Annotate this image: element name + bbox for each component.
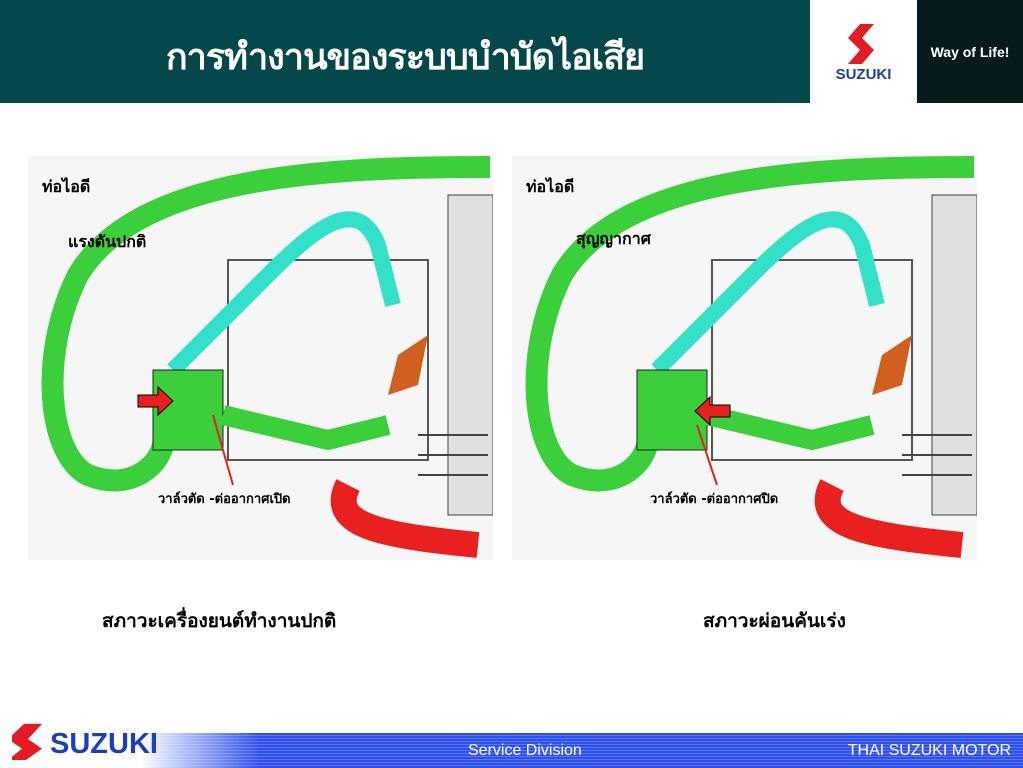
suzuki-logo: SUZUKI	[810, 0, 917, 103]
intake-label: ท่อไอดี	[526, 177, 575, 196]
diagram-normal-operation: ท่อไอดี แรงดันปกติ วาล์วตัด -ต่ออากาศเปิ…	[28, 155, 493, 560]
header-banner: การทำงานของระบบบำบัดไอเสีย	[0, 0, 810, 103]
valve-label: วาล์วตัด -ต่ออากาศเปิด	[158, 492, 291, 507]
diagram-deceleration: ท่อไอดี สุญญากาศ วาล์วตัด -ต่ออากาศปิด	[512, 155, 977, 560]
caption-deceleration: สภาวะผ่อนคันเร่ง	[703, 610, 846, 632]
footer-fade	[60, 715, 260, 768]
page-title: การทำงานของระบบบำบัดไอเสีย	[165, 37, 645, 78]
service-division: Service Division	[468, 742, 582, 759]
slogan-box: Way of Life!	[917, 0, 1023, 103]
pressure-label: แรงดันปกติ	[68, 232, 147, 251]
valve-label: วาล์วตัด -ต่ออากาศปิด	[650, 492, 779, 507]
footer-logo: SUZUKI	[50, 728, 158, 760]
engine-diagram-illustration	[41, 156, 493, 558]
slogan: Way of Life!	[930, 44, 1010, 60]
suzuki-s-icon	[848, 24, 874, 64]
intake-label: ท่อไอดี	[42, 177, 91, 196]
caption-normal: สภาวะเครื่องยนต์ทำงานปกติ	[102, 610, 337, 632]
company-name: THAI SUZUKI MOTOR	[847, 742, 1011, 759]
vacuum-label: สุญญากาศ	[576, 229, 651, 248]
suzuki-s-icon	[12, 723, 42, 761]
engine-diagram-illustration	[525, 156, 977, 558]
